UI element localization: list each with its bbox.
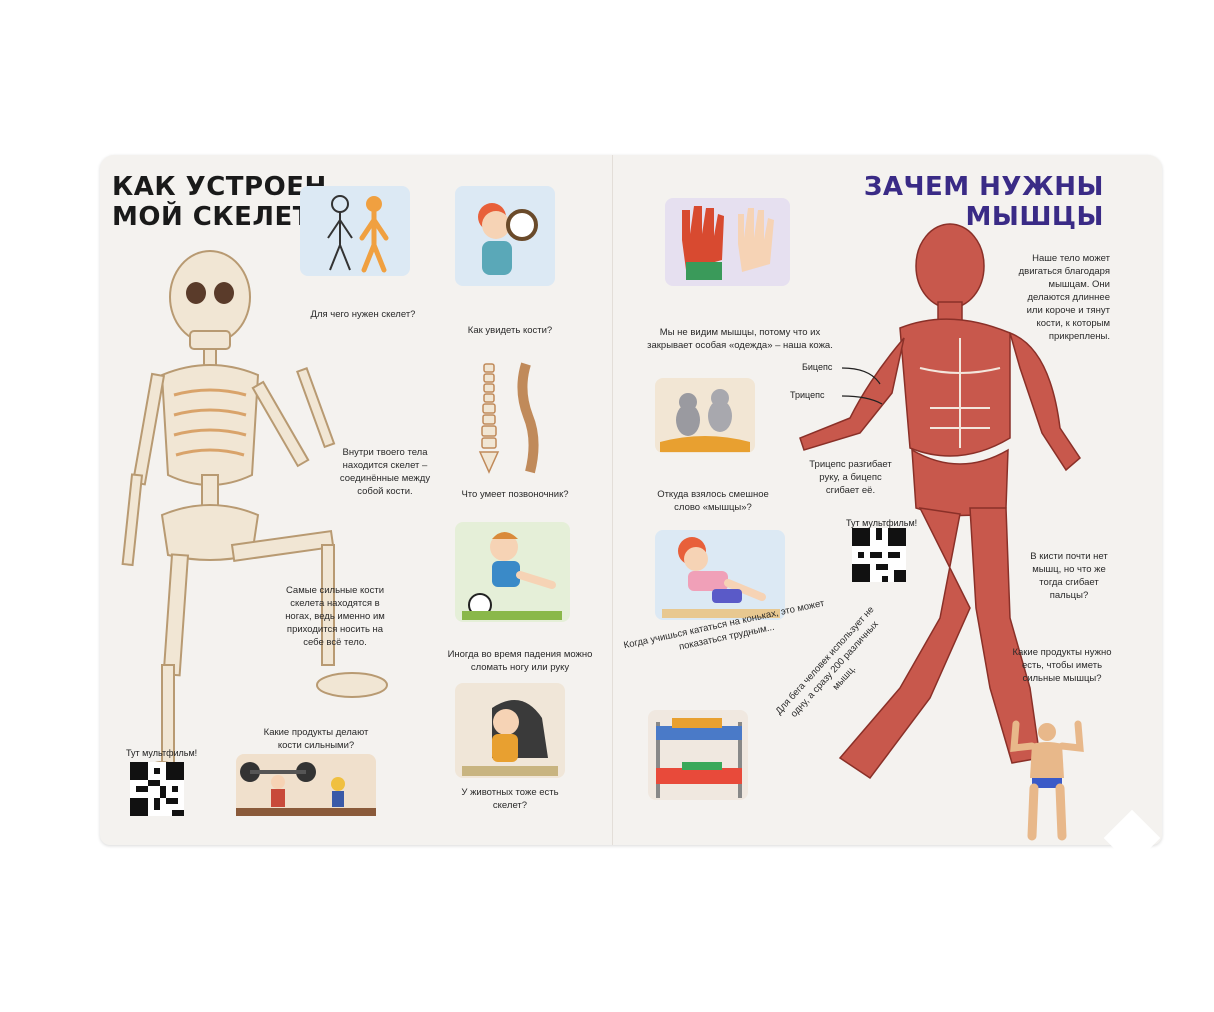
left-page-title: КАК УСТРОЕН МОЙ СКЕЛЕТ <box>112 172 327 232</box>
animals-caption: У животных тоже есть скелет? <box>461 787 559 811</box>
stick-figures-picture <box>300 186 410 276</box>
fall-caption: Иногда во время падения можно сломать но… <box>447 649 593 673</box>
bodybuilder-icon <box>1010 720 1084 841</box>
right-page-title: ЗАЧЕМ НУЖНЫ МЫШЦЫ <box>863 172 1104 232</box>
spine-illustration <box>478 362 539 474</box>
biceps-arrow <box>841 367 883 405</box>
boy-football-icon <box>462 532 562 620</box>
triceps-label: Трицепс <box>790 390 825 400</box>
boy-dog-icon <box>462 700 558 776</box>
hand-glove-icon <box>682 206 774 280</box>
strongman-icon <box>236 762 376 816</box>
left-cartoon-label: Тут мультфильм! <box>126 748 198 758</box>
food-muscles-caption: Какие продукты нужно есть, чтобы иметь с… <box>1012 647 1112 684</box>
muscle-man-illustration <box>799 223 1081 780</box>
legs-caption: Самые сильные кости скелета находятся в … <box>285 585 385 648</box>
triceps-biceps-caption: Трицепс разгибает руку, а бицепс сгибает… <box>809 459 892 496</box>
skeleton-illustration <box>121 250 388 775</box>
book-spine <box>612 155 613 845</box>
skating-girl-icon <box>662 537 780 618</box>
right-cartoon-label: Тут мультфильм! <box>846 518 918 528</box>
magnifier-icon <box>478 203 538 275</box>
left-qr-code[interactable] <box>130 762 184 816</box>
spine-caption: Что умеет позвоночник? <box>461 489 569 500</box>
mice-icon <box>660 389 750 452</box>
biceps-label: Бицепс <box>802 362 833 372</box>
word-origin-caption: Откуда взялось смешное слово «мышцы»? <box>657 489 769 513</box>
inside-body-caption: Внутри твоего тела находится скелет – со… <box>339 447 431 497</box>
skin-caption: Мы не видим мышцы, потому что их закрыва… <box>647 327 833 351</box>
body-moves-caption: Наше тело может двигаться благодаря мышц… <box>1018 253 1110 342</box>
fingers-caption: В кисти почти нет мышц, но что же тогда … <box>1030 551 1108 601</box>
stick-figures-icon <box>327 195 389 273</box>
food-bones-caption: Какие продукты делают кости сильными? <box>263 727 369 751</box>
see-bones-caption: Как увидеть кости? <box>467 325 553 336</box>
right-qr-code[interactable] <box>852 528 906 582</box>
why-skeleton-caption: Для чего нужен скелет? <box>310 309 416 320</box>
bunk-bed-icon <box>656 718 742 798</box>
